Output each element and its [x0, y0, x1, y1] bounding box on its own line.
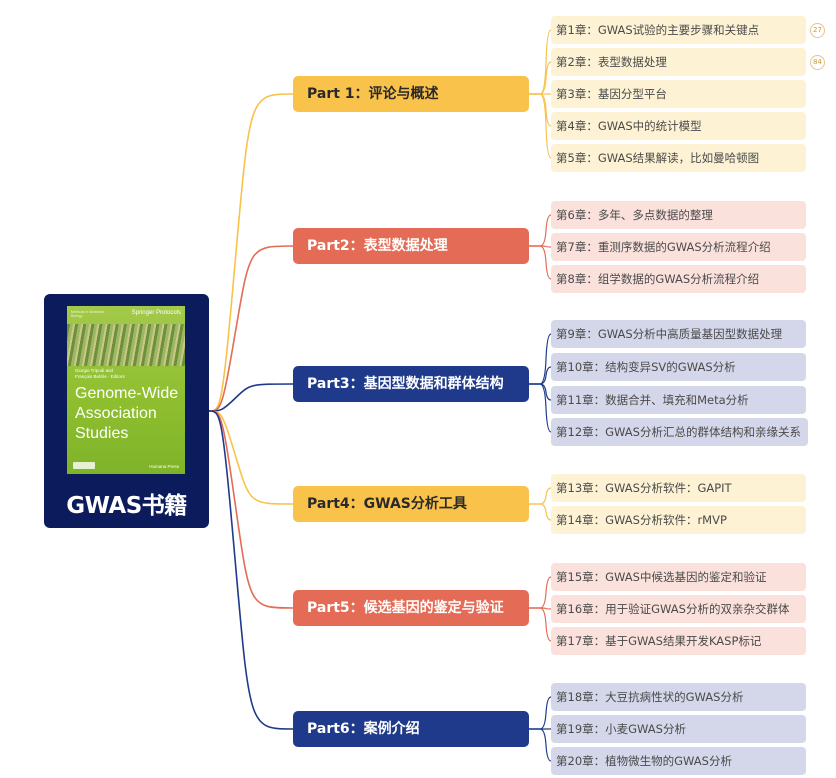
part-node-1[interactable]: Part 1：评论与概述 — [293, 76, 529, 112]
root-to-part-line — [208, 410, 294, 609]
book-authors-line1: Giorgio Tripodi and — [75, 368, 114, 373]
chapter-1-count-badge[interactable]: 27 — [810, 23, 825, 38]
chapter-node[interactable]: 第1章：GWAS试验的主要步骤和关键点 — [551, 16, 806, 44]
part-node-6[interactable]: Part6：案例介绍 — [293, 711, 529, 747]
part-to-chapter-line — [529, 487, 552, 505]
chapter-node[interactable]: 第12章：GWAS分析汇总的群体结构和亲缘关系 — [551, 418, 808, 446]
chapter-node[interactable]: 第20章：植物微生物的GWAS分析 — [551, 747, 806, 775]
book-cover-image: Methods in Molecular Biology Springer Pr… — [67, 306, 185, 474]
book-title-line2: Association — [75, 405, 157, 422]
part-to-chapter-line — [529, 93, 552, 159]
book-title-line3: Studies — [75, 425, 129, 442]
chapter-node[interactable]: 第2章：表型数据处理 — [551, 48, 806, 76]
chapter-node[interactable]: 第10章：结构变异SV的GWAS分析 — [551, 353, 806, 381]
part-to-chapter-line — [529, 29, 552, 95]
part-to-chapter-line — [529, 366, 552, 385]
chapter-node[interactable]: 第13章：GWAS分析软件：GAPIT — [551, 474, 806, 502]
chapter-node[interactable]: 第6章：多年、多点数据的整理 — [551, 201, 806, 229]
part-to-chapter-line — [529, 383, 552, 401]
book-publisher-series: Springer Protocols — [131, 310, 181, 316]
book-title: Genome-Wide Association Studies — [75, 384, 178, 444]
chapter-node[interactable]: 第14章：GWAS分析软件：rMVP — [551, 506, 806, 534]
book-title-line1: Genome-Wide — [75, 385, 179, 402]
wheat-field-photo — [67, 324, 185, 366]
book-publisher: Humana Press — [149, 464, 179, 469]
part-to-chapter-line — [529, 576, 552, 609]
part-node-3[interactable]: Part3：基因型数据和群体结构 — [293, 366, 529, 402]
part-to-chapter-line — [529, 93, 552, 127]
part-to-chapter-line — [529, 333, 552, 385]
part-to-chapter-line — [529, 61, 552, 95]
root-node[interactable]: Methods in Molecular Biology Springer Pr… — [44, 294, 209, 528]
chapter-node[interactable]: 第7章：重测序数据的GWAS分析流程介绍 — [551, 233, 806, 261]
chapter-node[interactable]: 第5章：GWAS结果解读，比如曼哈顿图 — [551, 144, 806, 172]
book-series-line: Methods in Molecular Biology — [71, 310, 105, 318]
chapter-node[interactable]: 第8章：组学数据的GWAS分析流程介绍 — [551, 265, 806, 293]
chapter-2-count-badge[interactable]: 84 — [810, 55, 825, 70]
root-to-part-line — [208, 383, 294, 412]
part-to-chapter-line — [529, 245, 552, 280]
chapter-node[interactable]: 第3章：基因分型平台 — [551, 80, 806, 108]
part-to-chapter-line — [529, 728, 552, 762]
chapter-node[interactable]: 第17章：基于GWAS结果开发KASP标记 — [551, 627, 806, 655]
root-to-part-line — [208, 93, 294, 412]
root-to-part-line — [208, 410, 294, 505]
part-to-chapter-line — [529, 503, 552, 521]
chapter-node[interactable]: 第16章：用于验证GWAS分析的双亲杂交群体 — [551, 595, 806, 623]
springer-badge-icon — [73, 462, 95, 469]
part-to-chapter-line — [529, 607, 552, 642]
chapter-node[interactable]: 第19章：小麦GWAS分析 — [551, 715, 806, 743]
part-to-chapter-line — [529, 214, 552, 247]
book-authors-line2: François Belzile · Editors — [75, 374, 125, 379]
chapter-node[interactable]: 第18章：大豆抗病性状的GWAS分析 — [551, 683, 806, 711]
chapter-node[interactable]: 第11章：数据合并、填充和Meta分析 — [551, 386, 806, 414]
root-to-part-line — [208, 410, 294, 730]
chapter-node[interactable]: 第9章：GWAS分析中高质量基因型数据处理 — [551, 320, 806, 348]
part-node-5[interactable]: Part5：候选基因的鉴定与验证 — [293, 590, 529, 626]
part-node-4[interactable]: Part4：GWAS分析工具 — [293, 486, 529, 522]
part-node-2[interactable]: Part2：表型数据处理 — [293, 228, 529, 264]
book-authors: Giorgio Tripodi and François Belzile · E… — [75, 368, 125, 380]
root-to-part-line — [208, 245, 294, 412]
part-to-chapter-line — [529, 696, 552, 730]
chapter-node[interactable]: 第15章：GWAS中候选基因的鉴定和验证 — [551, 563, 806, 591]
part-to-chapter-line — [529, 383, 552, 433]
chapter-node[interactable]: 第4章：GWAS中的统计模型 — [551, 112, 806, 140]
root-title: GWAS书籍 — [66, 493, 187, 519]
